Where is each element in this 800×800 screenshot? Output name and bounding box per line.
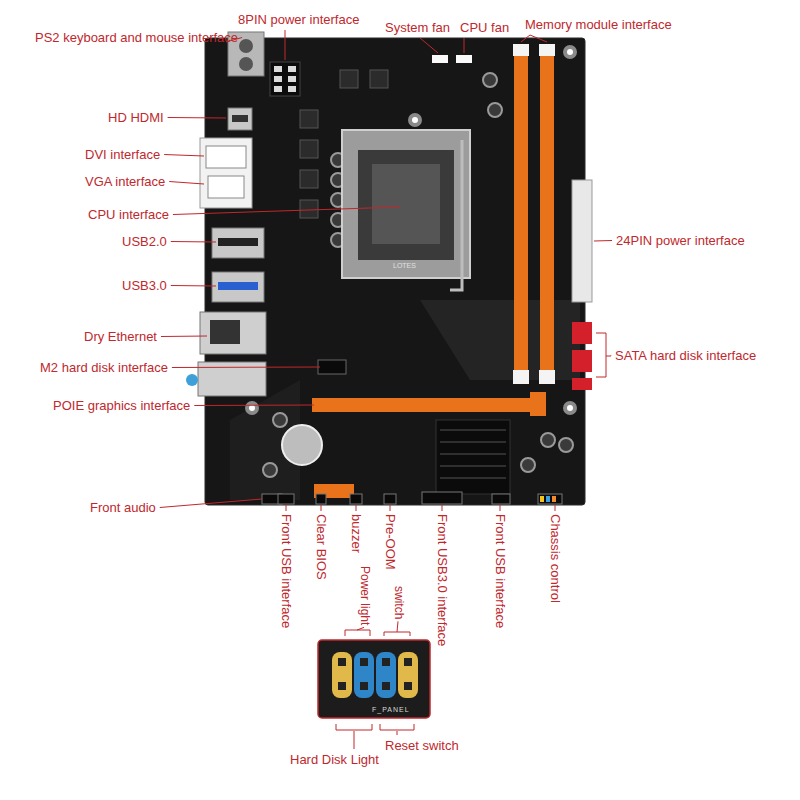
leader-line [164, 155, 204, 157]
leader-line [356, 505, 357, 511]
leader-line [611, 355, 612, 357]
part-label: Chassis control [548, 514, 563, 603]
leader-line [168, 117, 226, 119]
leader-line [464, 38, 465, 53]
part-label: switch [391, 586, 406, 619]
leader-line [321, 505, 322, 511]
part-label: LOTES [393, 262, 416, 270]
leader-line [555, 505, 556, 511]
leader-line [285, 30, 286, 60]
part-label: Front USB interface [493, 514, 508, 628]
part-label: POIE graphics interface [53, 398, 190, 413]
part-label: CPU interface [88, 207, 169, 222]
leader-line [530, 35, 547, 42]
leader-line [172, 367, 320, 369]
part-label: Front USB3.0 interface [435, 514, 450, 646]
part-label: Front audio [90, 500, 156, 515]
leader-line [442, 505, 443, 511]
part-label: buzzer [349, 514, 364, 553]
leader-line [286, 505, 287, 511]
leader-line [521, 35, 530, 42]
leader-line [171, 285, 216, 287]
part-label: CPU fan [460, 20, 509, 35]
leader-line [354, 731, 355, 749]
leader-line [357, 627, 364, 630]
leader-line [169, 182, 204, 185]
part-label: HD HDMI [108, 110, 164, 125]
leader-line [161, 336, 207, 338]
part-label: M2 hard disk interface [40, 360, 168, 375]
part-label: Pre-OOM [383, 514, 398, 570]
part-label: Hard Disk Light [290, 752, 379, 767]
part-label: System fan [385, 20, 450, 35]
leader-line [171, 241, 216, 243]
leader-line [397, 621, 398, 632]
part-label: USB3.0 [122, 278, 167, 293]
part-label: DVI interface [85, 147, 160, 162]
leader-line [194, 405, 314, 407]
part-label: Power light [357, 566, 372, 625]
part-label: Reset switch [385, 738, 459, 753]
part-label: Dry Ethernet [84, 329, 157, 344]
leader-line [420, 38, 438, 53]
part-label: USB2.0 [122, 234, 167, 249]
part-label: VGA interface [85, 174, 165, 189]
part-label: Front USB interface [279, 514, 294, 628]
part-label: Memory module interface [525, 17, 672, 32]
leader-line [594, 240, 612, 242]
part-label: F_PANEL [372, 706, 410, 714]
part-label: 24PIN power interface [616, 233, 745, 248]
leader-line [390, 505, 391, 511]
leader-line [173, 207, 400, 215]
part-label: 8PIN power interface [238, 12, 359, 27]
part-label: Clear BIOS [314, 514, 329, 580]
leader-line [500, 505, 501, 511]
leader-line [160, 499, 262, 508]
part-label: PS2 keyboard and mouse interface [35, 30, 238, 45]
leader-line [397, 731, 398, 735]
part-label: SATA hard disk interface [615, 348, 756, 363]
